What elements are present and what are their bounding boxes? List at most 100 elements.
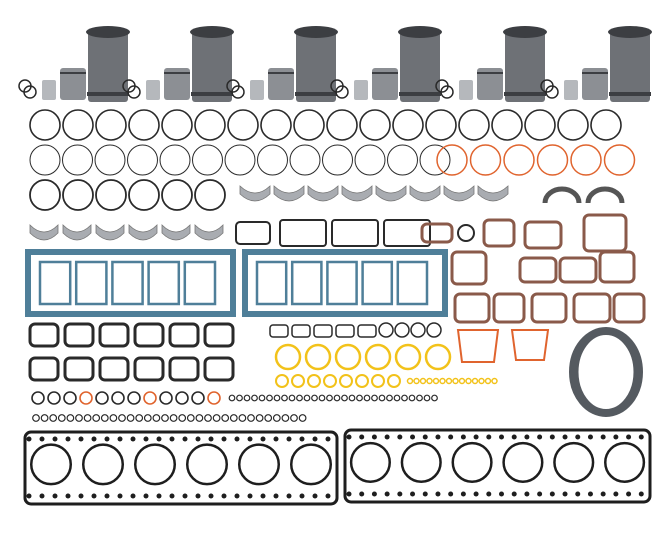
o-ring-tiny (298, 414, 307, 422)
yellow-seal-small (291, 374, 305, 388)
o-ring-tiny (288, 394, 296, 402)
bolt-hole (448, 491, 454, 497)
brown-gasket (518, 256, 558, 284)
yellow-seal-tiny (458, 377, 466, 385)
coiled-seal (569, 327, 643, 417)
brown-gasket (420, 222, 454, 244)
gasket-segment (183, 260, 217, 306)
piston-ring-thin (354, 144, 386, 176)
o-ring (426, 322, 442, 338)
cylinder-bore (349, 441, 391, 483)
main-bearing (273, 185, 305, 202)
piston-ring (359, 109, 391, 141)
o-ring-tiny (152, 414, 161, 422)
yellow-seal-tiny (491, 377, 498, 385)
orange-gasket (510, 329, 550, 361)
o-ring (79, 391, 93, 405)
piston-body (164, 68, 190, 100)
yellow-seal-tiny (413, 377, 420, 385)
o-ring (63, 391, 77, 405)
brown-gasket (492, 292, 526, 324)
gasket-outline (242, 249, 448, 317)
exhaust-gasket (28, 356, 60, 382)
yellow-seal-tiny (465, 377, 472, 385)
cylinder-bore (237, 443, 281, 486)
o-ring-tiny (92, 414, 101, 422)
brown-gasket (482, 218, 516, 248)
bolt-hole (435, 434, 441, 440)
cylinder-bore (502, 441, 544, 483)
yellow-seal-small (323, 374, 337, 388)
bolt-hole (325, 436, 331, 442)
o-ring-tiny (66, 414, 75, 422)
o-ring-tiny (236, 394, 243, 402)
exhaust-gasket (203, 356, 235, 382)
bolt-hole (104, 436, 110, 442)
cylinder-bore (553, 441, 595, 483)
piston-body (60, 68, 86, 100)
o-ring-tiny (408, 394, 416, 402)
bolt-hole (312, 493, 318, 499)
piston-ring (590, 109, 622, 141)
o-ring (143, 391, 157, 405)
o-ring-tiny (49, 414, 58, 422)
piston-ring (227, 109, 259, 141)
liner-band (295, 92, 337, 96)
piston-ring-thin (94, 144, 126, 176)
small-gasket (357, 324, 377, 338)
yellow-seal-small (355, 374, 369, 388)
liner-body (192, 32, 232, 102)
piston-ring (260, 109, 292, 141)
o-ring-tiny (83, 414, 92, 422)
bolt-hole (549, 434, 555, 440)
piston-ring (392, 109, 424, 141)
cylinder-bore (400, 441, 442, 483)
liner-top (608, 26, 652, 38)
o-ring-tiny (303, 394, 311, 402)
brown-gasket (450, 250, 488, 286)
o-ring-tiny (228, 394, 236, 402)
bolt-hole (273, 493, 279, 499)
o-ring-tiny (221, 414, 230, 422)
bolt-hole (410, 491, 416, 497)
liner-band (504, 92, 546, 96)
bolt-hole (537, 491, 543, 497)
piston-ring-thin (322, 144, 353, 176)
piston-ring (293, 109, 325, 141)
cover-gasket (279, 219, 327, 247)
yellow-seal (334, 343, 362, 371)
liner-top (294, 26, 338, 38)
bolt-hole (104, 493, 110, 499)
exhaust-gasket (133, 356, 165, 382)
snap-ring (18, 79, 32, 93)
o-ring-tiny (281, 414, 290, 422)
piston-pin (146, 80, 160, 100)
o-ring (159, 391, 173, 405)
small-gasket (291, 324, 311, 338)
o-ring-tiny (229, 414, 238, 422)
piston-body (477, 68, 503, 100)
piston-ring-thin (257, 144, 288, 176)
liner-seal-orange (436, 144, 468, 176)
yellow-seal-tiny (419, 377, 427, 385)
o-ring-tiny (333, 394, 341, 402)
bolt-hole (39, 493, 45, 499)
yellow-seal (424, 343, 452, 371)
bolt-hole (613, 491, 619, 497)
piston (42, 68, 86, 100)
piston-ring (62, 179, 94, 211)
bolt-hole (169, 436, 175, 442)
bolt-hole (587, 434, 593, 440)
piston-ring-thin (29, 144, 61, 176)
o-ring (378, 322, 394, 338)
yellow-seal-tiny (471, 377, 479, 385)
small-gasket (335, 324, 355, 338)
o-ring-tiny (356, 394, 363, 402)
piston-pin (42, 80, 56, 100)
yellow-seal-small (275, 374, 289, 388)
yellow-seal-small (307, 374, 321, 388)
o-ring-tiny (296, 394, 303, 402)
bolt-hole (78, 493, 84, 499)
bolt-hole (91, 436, 97, 442)
piston (354, 68, 398, 100)
